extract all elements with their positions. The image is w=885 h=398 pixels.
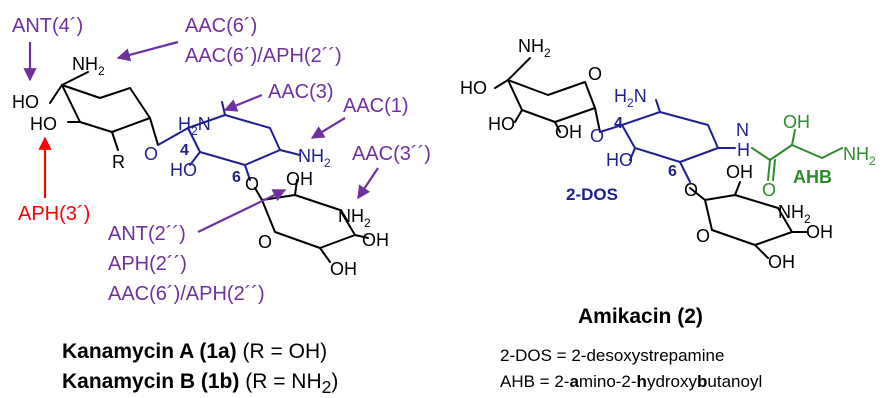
arrow-aac3pp [357, 167, 379, 200]
kan-oh-1: OH [286, 169, 313, 189]
kan-oh-2: OH [362, 230, 389, 250]
ami-nh2-top: NH2 [518, 36, 551, 60]
kan-ho-2: HO [30, 114, 57, 134]
ami-o-ahb: O [762, 180, 776, 200]
kan-pos-4: 4 [180, 142, 189, 159]
arrow-ant2pp [197, 189, 287, 233]
enzyme-arrows [23, 40, 379, 233]
enzyme-aac3pp: AAC(3´´) [352, 143, 431, 165]
kanamycin-b-r: (R = NH2) [245, 370, 339, 398]
ami-oh-2: OH [726, 162, 753, 182]
kanamycin-b-name: Kanamycin B (1b) [62, 370, 240, 393]
ami-ahb-label: AHB [793, 167, 832, 187]
caption-ahb-definition: AHB = 2-amino-2-hydroxybutanoyl [500, 372, 763, 391]
kan-nh2-right: NH2 [298, 146, 331, 170]
caption-kanamycin-b: Kanamycin B (1b) (R = NH2) [62, 370, 338, 398]
ami-pos-4: 4 [614, 115, 623, 132]
ami-oh-1: OH [555, 122, 582, 142]
enzyme-aac6-aph2: AAC(6´)/APH(2´´) [185, 45, 342, 67]
kan-ring-o: O [258, 232, 272, 252]
kan-ring-1 [61, 84, 151, 133]
kan-ho-3: HO [170, 160, 197, 180]
kanamycin-a-name: Kanamycin A (1a) [62, 340, 237, 363]
kan-r-label: R [112, 152, 125, 172]
amikacin-labels: NH2 HO HO OH O O H2N 4 N H OH O AHB NH2 … [460, 36, 876, 272]
arrow-aac6 [116, 40, 179, 62]
kan-o-glyco: O [144, 144, 158, 164]
kan-o-link: O [245, 174, 259, 194]
enzyme-ant4: ANT(4´) [12, 15, 83, 37]
kan-oh-3: OH [330, 259, 357, 279]
ami-pos-6: 6 [668, 163, 677, 180]
ami-ho-2: HO [488, 114, 515, 134]
ami-o-glyco: O [590, 126, 604, 146]
enzyme-aac6-aph2-b: AAC(6´)/APH(2´´) [108, 283, 265, 305]
enzyme-aac3: AAC(3) [268, 81, 334, 103]
ami-ring-o3: O [696, 226, 710, 246]
enzyme-aac6: AAC(6´) [185, 15, 257, 37]
enzyme-ant2pp: ANT(2´´) [108, 223, 186, 245]
enzyme-aph3: APH(3´) [18, 203, 90, 225]
kan-pos-6: 6 [232, 169, 241, 186]
ami-oh-ahb: OH [783, 112, 810, 132]
ami-nh-h: H [737, 140, 750, 160]
caption-dos-definition: 2-DOS = 2-desoxystrepamine [500, 346, 725, 365]
caption-amikacin: Amikacin (2) [578, 305, 703, 329]
kan-ho-1: HO [12, 92, 39, 112]
ahb-chain [751, 129, 843, 181]
ami-nh2-low: NH2 [778, 202, 811, 226]
arrow-aac3 [223, 93, 263, 112]
kanamycin-structure [49, 71, 369, 263]
kanamycin-a-r: (R = OH) [242, 340, 328, 363]
amikacin-structure [494, 57, 843, 259]
ami-dos-label: 2-DOS [566, 185, 618, 204]
ami-ring-o: O [588, 64, 602, 84]
amikacin-name: Amikacin (2) [578, 305, 703, 328]
ami-nh2-end: NH2 [843, 144, 876, 168]
kanamycin-labels: NH2 HO HO R O H2N 4 HO NH2 6 O OH NH2 OH… [12, 54, 389, 279]
kan-h2n: H2N [178, 114, 211, 138]
arrow-aac1 [310, 117, 346, 139]
kan-nh2-top: NH2 [72, 54, 105, 78]
enzyme-aph2pp: APH(2´´) [108, 253, 187, 275]
ami-nh: N [736, 120, 749, 140]
ami-oh-4: OH [768, 252, 795, 272]
enzyme-aac1: AAC(1) [343, 95, 409, 117]
enzyme-labels: ANT(4´) AAC(6´) AAC(6´)/APH(2´´) AAC(3) … [12, 15, 431, 305]
ami-o-link: O [684, 180, 698, 200]
ami-ho-3: HO [606, 150, 633, 170]
kan-nh2-low: NH2 [338, 206, 371, 230]
caption-kanamycin-a: Kanamycin A (1a) (R = OH) [62, 340, 327, 364]
ami-ring-2 [621, 111, 719, 163]
ami-oh-3: OH [806, 222, 833, 242]
ami-ring-1 [507, 79, 596, 123]
ami-ho-1: HO [460, 78, 487, 98]
ami-h2n: H2N [614, 86, 647, 110]
